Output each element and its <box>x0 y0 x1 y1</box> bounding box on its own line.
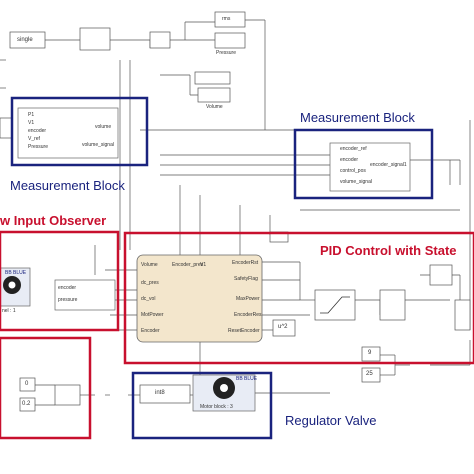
port-label: dc_pres <box>141 280 159 286</box>
pid-control-title: PID Control with State <box>320 243 457 258</box>
bb-blue-label: BB BLUE <box>236 376 258 382</box>
port-label: encoder_ref <box>340 146 367 152</box>
top-function-block[interactable] <box>79 27 111 51</box>
input-observer-frame <box>0 230 120 332</box>
measurement-block-title-right: Measurement Block <box>300 110 415 125</box>
pid-subsystem-block[interactable] <box>136 254 263 343</box>
port-label: encoder_signal1 <box>370 162 407 168</box>
pid-control-frame <box>123 231 474 365</box>
top-gain-block[interactable] <box>149 31 171 49</box>
input-observer-title: w Input Observer <box>0 213 107 228</box>
pressure-scope-block[interactable] <box>214 32 246 49</box>
const-25-block[interactable] <box>361 367 381 383</box>
port-label: pressure <box>58 297 78 303</box>
lower-function-block[interactable] <box>54 384 81 406</box>
measurement-block-title-left: Measurement Block <box>10 178 125 193</box>
port-label: P1 <box>28 112 35 118</box>
volume-scope-label: Volume <box>206 104 223 110</box>
port-label: Encoder <box>141 328 160 334</box>
bb-blue-label: BB BLUE <box>5 270 27 276</box>
motor-block-caption: Motor block : 3 <box>200 404 233 410</box>
port-label: volume_signal <box>340 179 372 185</box>
const-02-label: 0.2 <box>22 401 31 407</box>
gear-icon <box>213 377 235 399</box>
left-input-block[interactable] <box>0 117 13 139</box>
saturation-curve <box>320 296 350 314</box>
measurement-block-left-body[interactable] <box>17 107 119 159</box>
const-02-block[interactable] <box>19 397 36 412</box>
gear-icon <box>3 276 21 294</box>
lower-left-frame <box>0 336 92 440</box>
const-9-block[interactable] <box>361 346 381 362</box>
port-label: V1 <box>200 262 207 268</box>
const-0-label: 0 <box>25 381 29 387</box>
port-label: MaxPower <box>236 296 260 302</box>
v-scope-block[interactable] <box>194 71 231 85</box>
port-label: encoder <box>340 157 359 163</box>
port-label: Encoder_pres <box>172 262 204 268</box>
measurement-block-right-body[interactable] <box>329 142 411 192</box>
single-label: single <box>17 37 33 43</box>
measurement-block-right-frame <box>293 128 434 200</box>
port-label: V_ref <box>28 136 40 142</box>
observer-caption: nel : 1 <box>2 308 16 314</box>
regulator-valve-title: Regulator Valve <box>285 413 377 428</box>
port-label: EncoderRes <box>234 312 262 318</box>
port-label: EncoderRst <box>232 260 259 266</box>
port-label: volume_signal <box>82 142 114 148</box>
int8-label: int8 <box>155 390 165 396</box>
right-edge-block[interactable] <box>454 299 471 331</box>
port-label: volume <box>95 124 112 130</box>
port-label: Volume <box>141 262 158 268</box>
port-label: control_pos <box>340 168 366 174</box>
volume-scope-block[interactable] <box>197 87 231 103</box>
port-label: encoder <box>58 285 77 291</box>
port-label: SafetyFlag <box>234 276 258 282</box>
pressure-scope-label: Pressure <box>216 50 237 56</box>
square-gain-block[interactable] <box>272 319 296 337</box>
port-label: MotPower <box>141 312 164 318</box>
square-gain-label: u^2 <box>278 324 288 330</box>
observer-subsystem-block[interactable] <box>54 279 116 311</box>
single-block[interactable] <box>9 31 46 49</box>
port-label: encoder <box>28 128 47 134</box>
port-label: Pressure <box>28 144 49 150</box>
port-label: dc_vol <box>141 296 156 302</box>
rms-scope-block[interactable] <box>214 11 246 28</box>
port-label: V1 <box>28 120 35 126</box>
right-gain-block[interactable] <box>429 264 453 286</box>
signal-wires <box>0 19 471 406</box>
regulator-valve-frame <box>131 371 273 440</box>
measurement-block-left-frame <box>10 96 149 167</box>
rms-label: rms <box>222 16 231 22</box>
switch-block[interactable] <box>379 289 406 321</box>
const-0-block[interactable] <box>19 377 36 392</box>
int8-block[interactable] <box>139 384 191 404</box>
const-25-label: 25 <box>366 371 373 377</box>
const-9-label: 9 <box>368 350 372 356</box>
port-label: ResetEncoder <box>228 328 260 334</box>
